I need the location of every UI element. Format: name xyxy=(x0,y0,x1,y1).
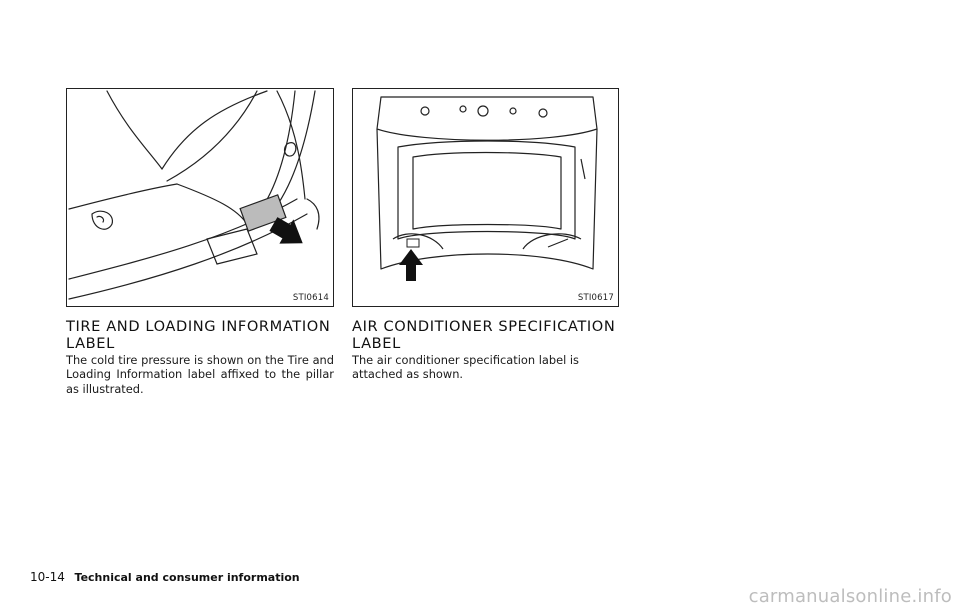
hood-underside-drawing xyxy=(376,96,598,281)
page-footer: 10-14 Technical and consumer information xyxy=(30,570,300,584)
section-heading-ac-label: AIR CONDITIONER SPECIFICATION LABEL xyxy=(352,318,616,352)
ac-label-illustration: STI0617 xyxy=(352,88,619,307)
figure-code: STI0617 xyxy=(577,293,614,303)
arrow-icon xyxy=(269,217,303,244)
section-heading-tire-label: TIRE AND LOADING INFORMATION LABEL xyxy=(66,318,331,352)
section-body-tire-label: The cold tire pressure is shown on the T… xyxy=(66,353,334,396)
label-location-highlight xyxy=(239,194,287,232)
arrow-icon xyxy=(399,249,423,281)
tire-label-illustration: STI0614 xyxy=(66,88,334,307)
watermark: carmanualsonline.info xyxy=(748,586,952,607)
section-body-ac-label: The air conditioner specification label … xyxy=(352,353,579,382)
door-pillar-drawing xyxy=(68,90,320,300)
label-location-highlight xyxy=(406,238,420,248)
page-number: 10-14 xyxy=(30,570,65,584)
footer-section-title: Technical and consumer information xyxy=(74,571,300,584)
figure-code: STI0614 xyxy=(292,293,329,303)
